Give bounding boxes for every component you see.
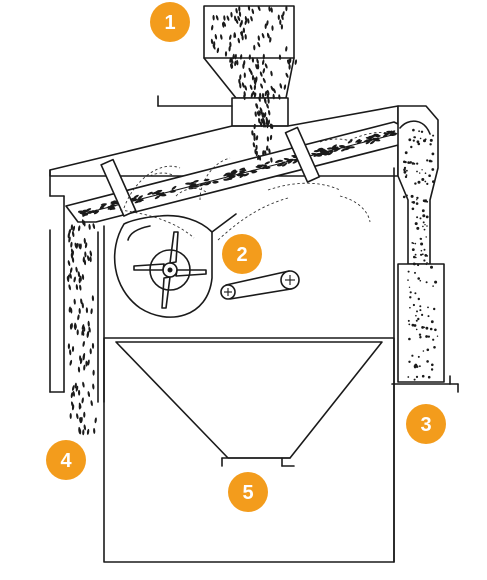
badge-5: 5 [228,472,268,512]
grain-stream-outlet-4 [66,219,97,436]
badge-2: 2 [222,234,262,274]
fan-rotor [133,231,207,309]
grain-stream-inlet [210,5,297,163]
badge-5-label: 5 [242,482,253,504]
badge-1-label: 1 [164,12,175,34]
machine-body [49,105,399,563]
badge-3: 3 [406,404,446,444]
badge-4-label: 4 [60,450,72,472]
flap-gate-right [284,126,321,183]
badge-2-label: 2 [236,244,247,266]
badge-3-label: 3 [420,414,431,436]
badge-1: 1 [150,2,190,42]
light-fraction-duct [391,105,459,393]
belt-drive [220,270,300,300]
flap-gate-left [100,158,137,217]
air-flow-arrows [119,131,393,241]
badge-4: 4 [46,440,86,480]
dust-particles [402,128,439,381]
